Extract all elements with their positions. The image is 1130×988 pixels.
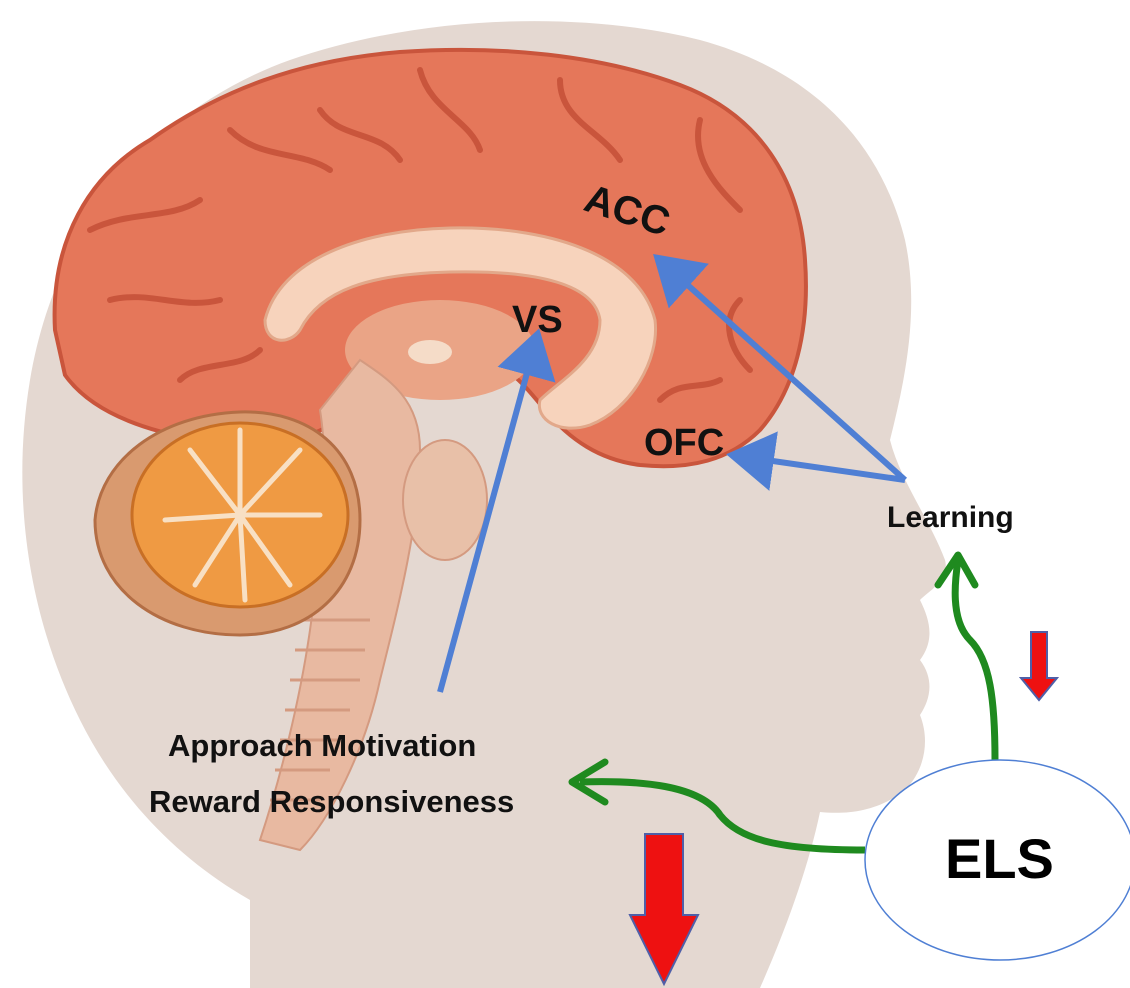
label-ofc: OFC xyxy=(644,422,724,464)
label-learning: Learning xyxy=(887,501,1014,534)
red-arrow-small xyxy=(1021,632,1057,700)
label-reward-responsiveness: Reward Responsiveness xyxy=(149,784,514,819)
label-vs: VS xyxy=(512,299,563,341)
label-approach-motivation: Approach Motivation xyxy=(168,728,476,763)
arrow-els-to-learning xyxy=(955,560,995,760)
label-els: ELS xyxy=(945,827,1054,890)
